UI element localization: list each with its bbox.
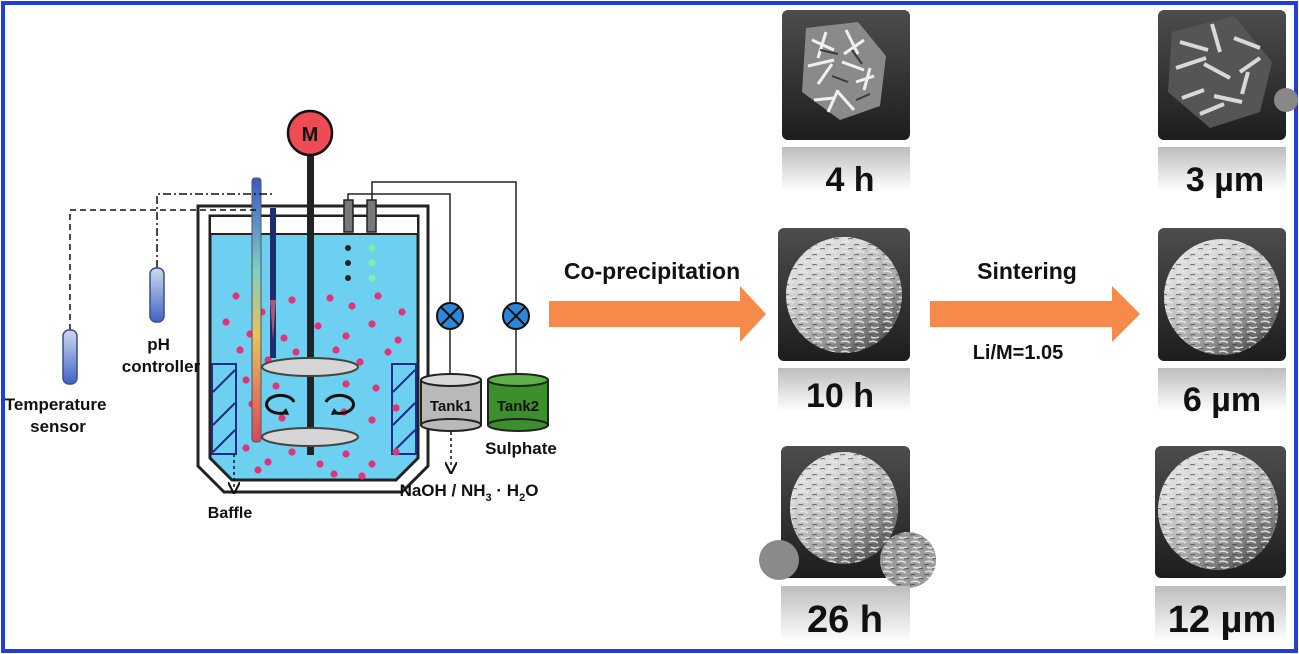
feed-drops-dark bbox=[345, 245, 351, 281]
particle bbox=[342, 450, 350, 458]
feed-inlet-1 bbox=[343, 199, 354, 233]
label-plate-4h bbox=[782, 147, 910, 191]
particle bbox=[288, 296, 296, 304]
particle bbox=[242, 444, 250, 452]
ph-controller-label: pH controller bbox=[122, 335, 201, 376]
particle bbox=[398, 308, 406, 316]
particle bbox=[368, 416, 376, 424]
feed-line-1 bbox=[347, 193, 451, 302]
sem-panel-4h bbox=[782, 10, 910, 140]
size-label-12um: 12 µm bbox=[1168, 599, 1277, 641]
sem-panel-3um bbox=[1158, 10, 1298, 140]
naoh-label: NaOH / NH3 · H2O bbox=[400, 481, 539, 504]
particle bbox=[288, 448, 296, 456]
particle bbox=[272, 382, 280, 390]
particle bbox=[292, 348, 300, 356]
particle bbox=[368, 460, 376, 468]
rotation-arrow-left bbox=[265, 393, 296, 415]
impeller-lower bbox=[261, 427, 359, 447]
ph-controller bbox=[149, 267, 165, 323]
particle bbox=[326, 294, 334, 302]
motor-label: M bbox=[302, 124, 319, 146]
ratio-label: Li/M=1.05 bbox=[973, 342, 1064, 364]
label-plate-6um bbox=[1158, 368, 1286, 412]
tank-2-label: Tank2 bbox=[497, 398, 539, 415]
particle bbox=[280, 334, 288, 342]
motor bbox=[286, 109, 334, 157]
label-plate-26h bbox=[781, 586, 910, 642]
particle bbox=[236, 346, 244, 354]
coprecipitation-arrow bbox=[549, 286, 766, 342]
sintering-arrow bbox=[930, 286, 1140, 342]
particle bbox=[232, 292, 240, 300]
particle bbox=[254, 466, 262, 474]
reactor: M bbox=[196, 109, 430, 494]
particle bbox=[368, 320, 376, 328]
feed-inlet-2 bbox=[366, 199, 377, 233]
feed-drops-green bbox=[368, 244, 376, 282]
particle bbox=[374, 292, 382, 300]
stirrer-shaft bbox=[307, 150, 314, 455]
particle bbox=[332, 346, 340, 354]
particle bbox=[356, 358, 364, 366]
particle bbox=[278, 414, 286, 422]
particle bbox=[348, 302, 356, 310]
tank-1: Tank1 bbox=[420, 373, 482, 432]
tank-2: Tank2 bbox=[487, 373, 549, 432]
particle bbox=[392, 448, 400, 456]
ph-probe bbox=[270, 208, 276, 358]
size-label-6um: 6 µm bbox=[1183, 381, 1261, 419]
sintering-label: Sintering bbox=[977, 258, 1077, 284]
coprecipitation-label: Co-precipitation bbox=[564, 258, 740, 284]
particle bbox=[358, 472, 366, 480]
temperature-probe bbox=[251, 177, 262, 443]
particle bbox=[316, 460, 324, 468]
sem-panel-26h bbox=[759, 446, 936, 588]
temperature-sensor-label: Temperature sensor bbox=[5, 395, 111, 436]
particle bbox=[384, 348, 392, 356]
temperature-sensor-line bbox=[69, 209, 256, 330]
particles bbox=[222, 292, 406, 480]
impeller-upper bbox=[261, 357, 359, 377]
rotation-arrow-right bbox=[324, 393, 355, 415]
particle bbox=[394, 336, 402, 344]
time-label-4h: 4 h bbox=[825, 161, 874, 199]
particle bbox=[392, 404, 400, 412]
baffle-label: Baffle bbox=[208, 505, 253, 522]
valve-1 bbox=[436, 302, 464, 330]
time-label-26h: 26 h bbox=[807, 599, 883, 641]
particle bbox=[330, 470, 338, 478]
particle bbox=[264, 458, 272, 466]
sem-panel-12um bbox=[1155, 446, 1286, 578]
particle bbox=[372, 384, 380, 392]
particle bbox=[314, 322, 322, 330]
particle bbox=[342, 380, 350, 388]
sem-panel-10h bbox=[778, 228, 910, 361]
ph-controller-line bbox=[156, 193, 273, 268]
time-label-10h: 10 h bbox=[806, 377, 874, 415]
temperature-sensor bbox=[62, 329, 78, 385]
particle bbox=[242, 376, 250, 384]
label-plate-10h bbox=[778, 368, 910, 412]
particle bbox=[222, 318, 230, 326]
sulphate-label: Sulphate bbox=[485, 439, 557, 458]
particle bbox=[342, 332, 350, 340]
label-plate-12um bbox=[1155, 586, 1286, 642]
tank-1-label: Tank1 bbox=[430, 398, 472, 415]
feed-line-2 bbox=[371, 181, 517, 302]
baffle-left bbox=[211, 363, 237, 455]
sem-panel-6um bbox=[1158, 228, 1286, 361]
size-label-3um: 3 µm bbox=[1186, 161, 1264, 199]
valve-2 bbox=[502, 302, 530, 330]
label-plate-3um bbox=[1158, 147, 1286, 191]
